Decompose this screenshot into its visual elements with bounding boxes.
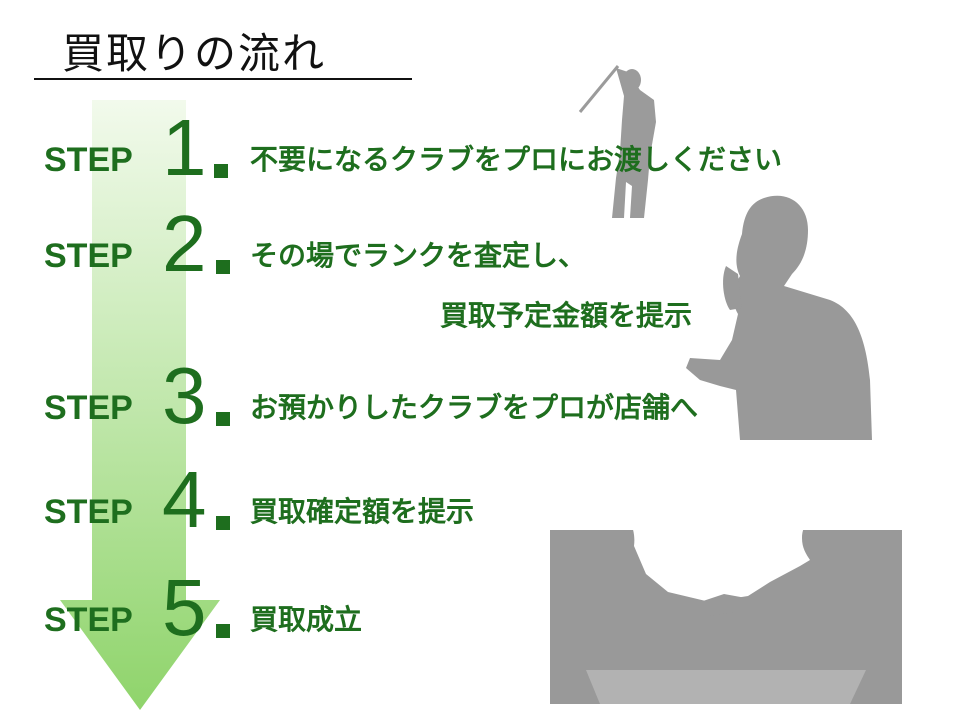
step-1: STEP 1 不要になるクラブをプロにお渡しください: [44, 108, 904, 188]
step-number: 4: [162, 460, 207, 540]
step-3: STEP 3 お預かりしたクラブをプロが店舗へ: [44, 356, 904, 436]
step-description: 買取成立: [250, 598, 362, 638]
step-period: [216, 412, 230, 426]
step-period: [216, 624, 230, 638]
step-description: その場でランクを査定し、: [250, 234, 586, 274]
step-4: STEP 4 買取確定額を提示: [44, 460, 904, 540]
step-description: 買取確定額を提示: [250, 490, 474, 530]
step-description: 不要になるクラブをプロにお渡しください: [250, 138, 782, 178]
title-underline: [34, 78, 412, 80]
step-label: STEP: [44, 389, 133, 428]
page-title: 買取りの流れ: [62, 20, 326, 81]
step-number: 2: [162, 204, 207, 284]
step-number: 1: [162, 108, 207, 188]
step-period: [216, 260, 230, 274]
step-label: STEP: [44, 601, 133, 640]
step-period: [216, 516, 230, 530]
step-period: [214, 164, 228, 178]
step-description-line2: 買取予定金額を提示: [440, 294, 692, 334]
step-label: STEP: [44, 493, 133, 532]
step-number: 3: [162, 356, 207, 436]
step-2: STEP 2 その場でランクを査定し、 買取予定金額を提示: [44, 204, 904, 344]
step-label: STEP: [44, 141, 133, 180]
step-label: STEP: [44, 237, 133, 276]
step-number: 5: [162, 568, 207, 648]
step-description: お預かりしたクラブをプロが店舗へ: [250, 386, 698, 426]
step-5: STEP 5 買取成立: [44, 568, 904, 648]
